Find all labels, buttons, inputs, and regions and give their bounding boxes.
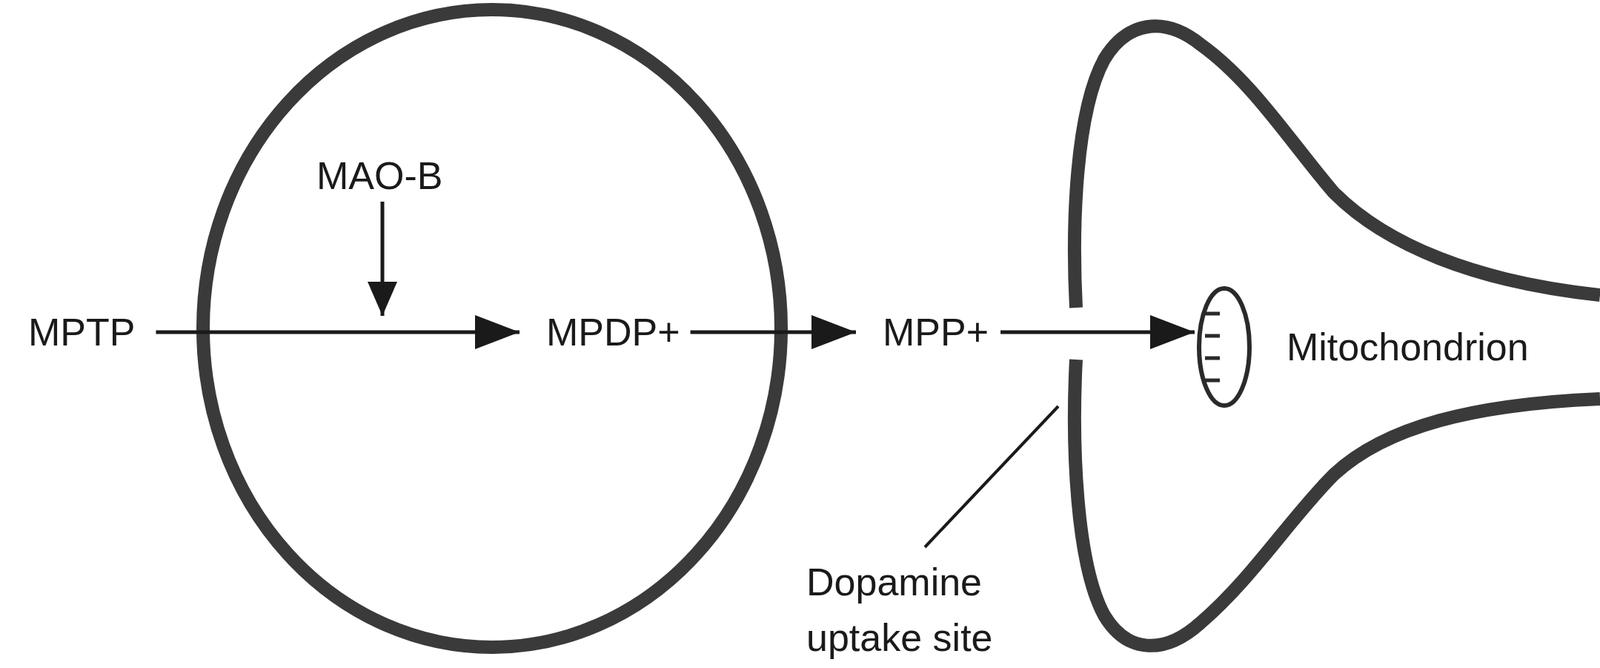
enzyme-arrow bbox=[380, 201, 385, 316]
mitochondrion-outline bbox=[1194, 283, 1254, 410]
callout-label: Dopamine uptake site bbox=[806, 554, 1029, 666]
leader-line bbox=[924, 406, 1059, 547]
compound-node: MPDP+ bbox=[541, 306, 685, 358]
compound-name: MPTP bbox=[28, 309, 135, 355]
mitochondrion: Mitochondrion bbox=[1194, 283, 1529, 410]
reaction-arrow bbox=[155, 330, 520, 335]
neuron-terminal bbox=[1074, 359, 1600, 646]
compound-node: MPTP bbox=[23, 306, 140, 358]
glial-cell bbox=[203, 9, 782, 647]
reaction-arrow bbox=[690, 330, 856, 335]
reaction-arrow bbox=[1000, 330, 1195, 335]
compound-node: MPP+ bbox=[878, 306, 994, 358]
compound-name: Mitochondrion bbox=[1286, 324, 1529, 370]
enzyme-label: MAO-B bbox=[316, 148, 443, 204]
compound-name: MPDP+ bbox=[546, 309, 681, 355]
compound-name: MPP+ bbox=[882, 309, 989, 355]
neuron-terminal bbox=[1074, 25, 1600, 308]
